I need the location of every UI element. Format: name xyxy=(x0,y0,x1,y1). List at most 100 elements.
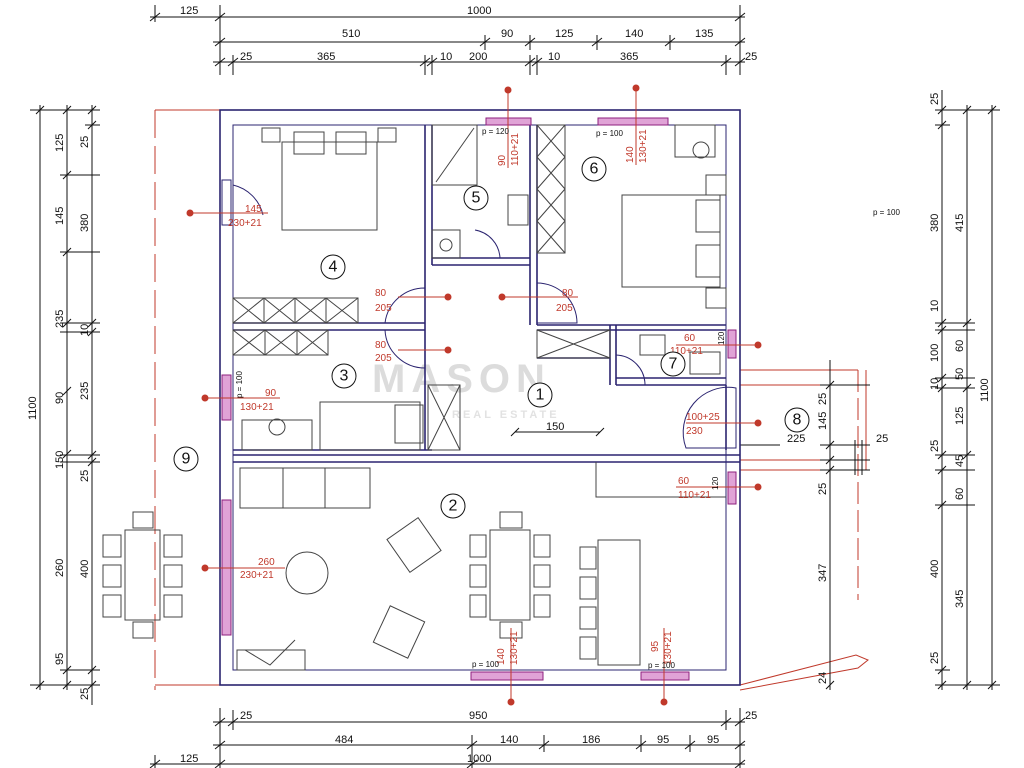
door-label: 230 xyxy=(686,426,703,437)
room-number-circles xyxy=(173,156,810,519)
dim-label: 950 xyxy=(469,710,487,722)
room-number: 8 xyxy=(793,412,802,429)
left-dimensions xyxy=(30,105,100,705)
dim-label: 25 xyxy=(929,652,941,664)
window-sill-label: p = 100 xyxy=(873,208,900,217)
door-label: 205 xyxy=(375,303,392,314)
dim-label: 25 xyxy=(876,433,888,445)
dim-label: 260 xyxy=(54,559,66,577)
room-number: 6 xyxy=(590,161,599,178)
dim-label: 25 xyxy=(240,51,252,63)
window-sill-label: p = 100 xyxy=(648,661,675,670)
dim-label: 25 xyxy=(79,136,91,148)
terrace-dim-labels: 25 145 225 25 25 347 24 150 xyxy=(546,393,888,684)
window-label: 130+21 xyxy=(638,129,649,163)
dim-label: 380 xyxy=(929,214,941,232)
dim-label: 1000 xyxy=(467,753,491,765)
window-label: 110+21 xyxy=(670,346,703,357)
dim-label: 140 xyxy=(500,734,518,746)
window-label: 140 xyxy=(496,648,507,665)
dim-label: 25 xyxy=(929,93,941,105)
window-sill-label: p = 100 xyxy=(596,129,623,138)
dim-label: 90 xyxy=(501,28,513,40)
doors xyxy=(221,179,737,449)
window-label: 110+21 xyxy=(510,133,521,166)
window-label: 230+21 xyxy=(228,218,262,229)
dim-label: 145 xyxy=(817,412,829,430)
room-numbers: 1 2 3 4 5 6 7 8 9 xyxy=(182,161,802,515)
dim-label: 125 xyxy=(180,5,198,17)
window-label: 90 xyxy=(265,388,277,399)
room-number: 2 xyxy=(449,498,458,515)
window-label: 60 xyxy=(684,333,696,344)
dim-label: 145 xyxy=(54,207,66,225)
dim-label: 25 xyxy=(745,710,757,722)
window-sill-label: 120 xyxy=(717,331,726,345)
door-label: 205 xyxy=(375,353,392,364)
dim-label: 235 xyxy=(79,382,91,400)
dim-label: 125 xyxy=(954,407,966,425)
dim-label: 125 xyxy=(555,28,573,40)
terrace-dims xyxy=(510,360,870,690)
dim-label: 90 xyxy=(54,392,66,404)
room-number: 7 xyxy=(669,356,678,373)
dim-label: 25 xyxy=(817,393,829,405)
dim-label: 365 xyxy=(620,51,638,63)
dim-label: 10 xyxy=(440,51,452,63)
room-number: 9 xyxy=(182,451,191,468)
dim-label: 186 xyxy=(582,734,600,746)
dim-label: 1100 xyxy=(979,378,991,402)
bottom-dim-labels: 25 950 25 484 140 186 95 95 125 1000 xyxy=(180,710,757,765)
opening-labels: 145 230+21 80 205 80 205 80 205 90 130+2… xyxy=(228,127,900,670)
opening-markers xyxy=(186,84,762,706)
top-dimensions xyxy=(149,5,746,75)
dim-label: 400 xyxy=(929,560,941,578)
dim-label: 50 xyxy=(954,368,966,380)
dim-label: 345 xyxy=(954,590,966,608)
watermark-sub: REAL ESTATE xyxy=(452,409,560,421)
dim-label: 10 xyxy=(929,378,941,390)
dim-label: 1000 xyxy=(467,5,491,17)
top-dim-labels: 125 1000 510 90 125 140 135 25 365 10 20… xyxy=(180,5,757,63)
right-dim-labels: 25 380 10 100 10 25 400 25 415 60 50 125… xyxy=(929,93,991,664)
window-label: 130+21 xyxy=(663,631,674,665)
dim-label: 25 xyxy=(929,440,941,452)
dim-label: 10 xyxy=(79,324,91,336)
dim-label: 484 xyxy=(335,734,353,746)
door-label: 80 xyxy=(375,340,387,351)
dim-label: 347 xyxy=(817,564,829,582)
dim-label: 150 xyxy=(54,451,66,469)
door-label: 80 xyxy=(375,288,387,299)
dim-label: 95 xyxy=(54,653,66,665)
dim-label: 125 xyxy=(180,753,198,765)
dim-label: 135 xyxy=(695,28,713,40)
room-number: 3 xyxy=(340,368,349,385)
dim-label: 225 xyxy=(787,433,805,445)
dim-label: 95 xyxy=(657,734,669,746)
furniture xyxy=(102,124,727,671)
dim-label: 235 xyxy=(54,310,66,328)
dim-label: 140 xyxy=(625,28,643,40)
dim-label: 1100 xyxy=(27,396,39,420)
window-sill-label: 120 xyxy=(711,476,720,490)
dim-label: 10 xyxy=(548,51,560,63)
dim-label: 380 xyxy=(79,214,91,232)
room-number: 5 xyxy=(472,190,481,207)
dim-label: 150 xyxy=(546,421,564,433)
room-number: 1 xyxy=(536,387,545,404)
dim-label: 10 xyxy=(929,300,941,312)
door-label: 100+25 xyxy=(686,412,720,423)
window-label: 260 xyxy=(258,557,275,568)
dim-label: 365 xyxy=(317,51,335,63)
dim-label: 100 xyxy=(929,344,941,362)
dim-label: 125 xyxy=(54,134,66,152)
window-sill-label: p = 100 xyxy=(472,660,499,669)
window-label: 95 xyxy=(650,640,661,652)
right-dimensions xyxy=(935,90,1000,690)
window-label: 230+21 xyxy=(240,570,274,581)
dim-label: 25 xyxy=(745,51,757,63)
door-label: 80 xyxy=(562,288,574,299)
dim-label: 60 xyxy=(954,340,966,352)
window-label: 130+21 xyxy=(509,631,520,665)
